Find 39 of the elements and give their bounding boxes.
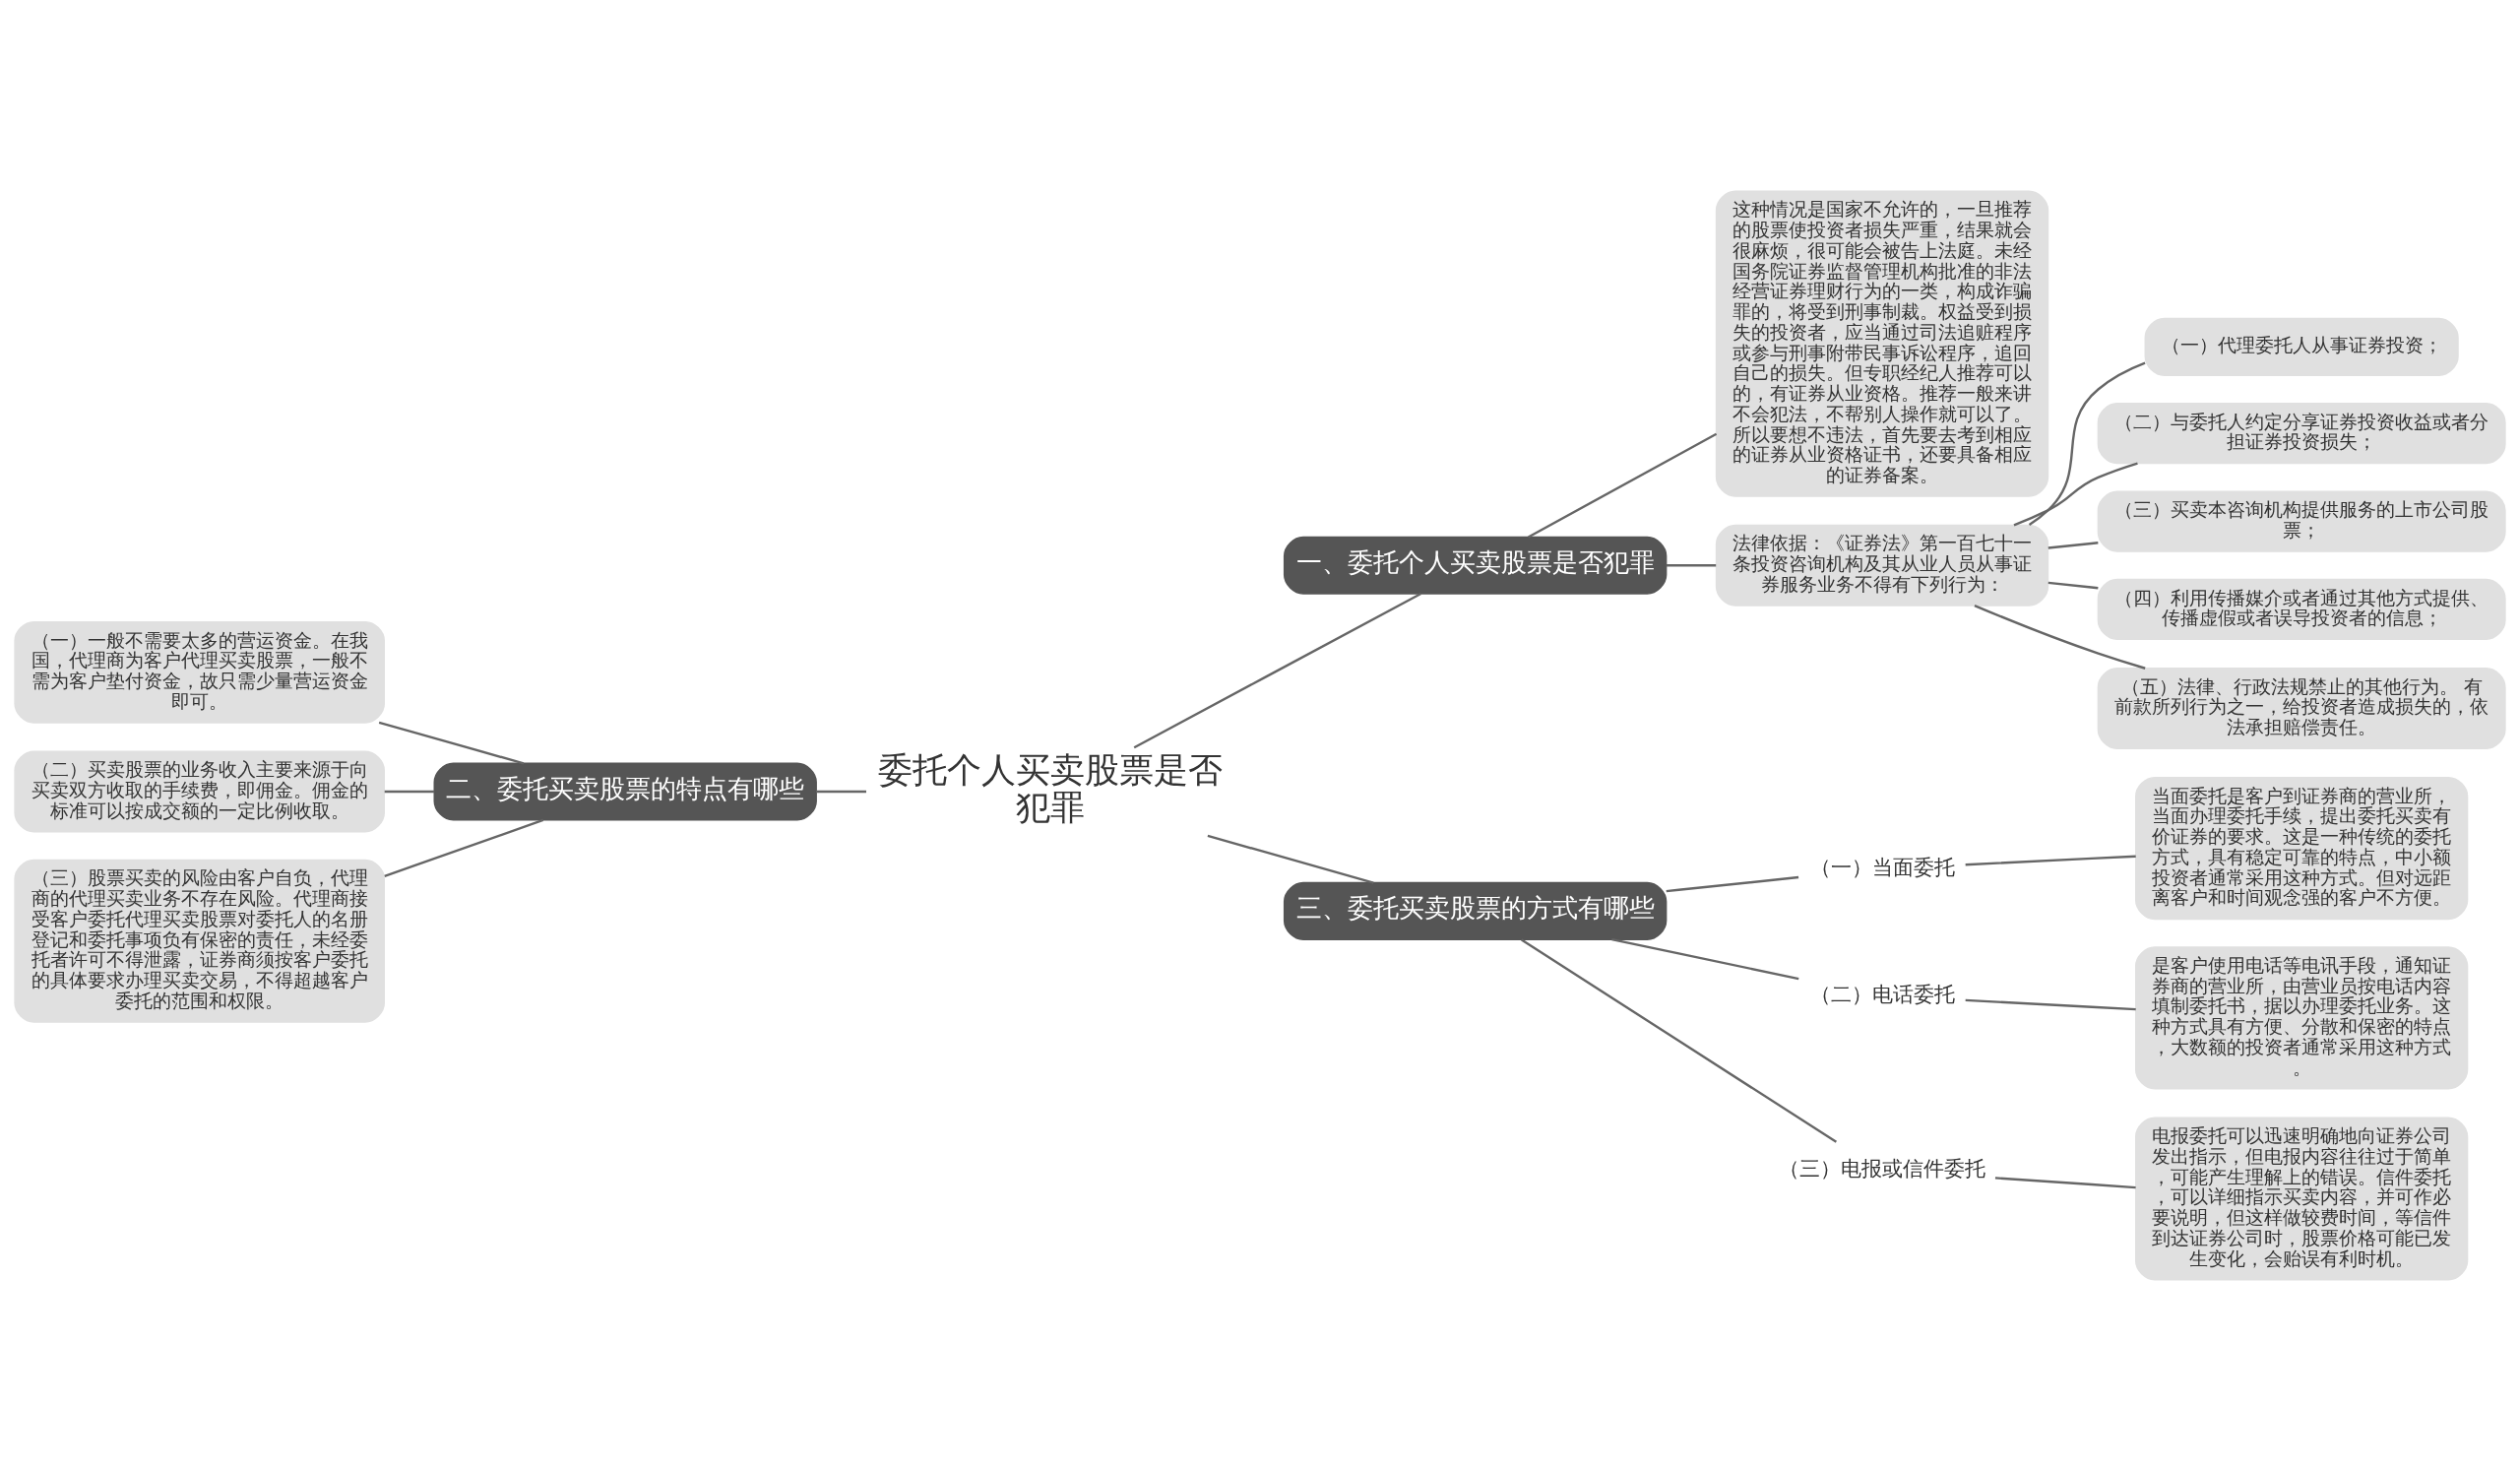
node-box: （四）利用传播媒介或者通过其他方式提供、传播虚假或者误导投资者的信息； [2097, 578, 2506, 640]
node-text: 委托个人买卖股票是否犯罪 [877, 748, 1223, 827]
connector [1528, 432, 1718, 539]
node-box: 电报委托可以迅速明确地向证券公司发出指示，但电报内容往往过于简单，可能产生理解上的错误。信件委托，可以详细指示买卖内容，并可作必要说明，但这样做较费时间，等信件到达证券公司时，股票价格可能已发生变化，会贻误有利时机。 [2134, 1116, 2469, 1280]
node-box: 一、委托个人买卖股票是否犯罪 [1283, 536, 1668, 595]
connector [1666, 875, 1799, 892]
node-box: （一）代理委托人从事证券投资； [2144, 317, 2459, 376]
connector [1611, 937, 1799, 980]
connector [816, 790, 866, 793]
connector [2048, 581, 2099, 589]
connector [2013, 461, 2138, 527]
connector [1666, 563, 1717, 566]
connector [1521, 938, 1838, 1143]
node-box: （五）法律、行政法规禁止的其他行为。 有前款所列行为之一，给投资者造成损失的，依法承担赔偿责任。 [2097, 667, 2506, 749]
connector [1965, 998, 2136, 1010]
node-box: （三）股票买卖的风险由客户自负，代理商的代理买卖业务不存在风险。代理商接受客户委托代理买卖股票对委托人的名册登记和委托事项负有保密的责任，未经委托者许可不得泄露，证券商须按客户委托的具体要求办理买卖交易，不得超越客户委托的范围和权限。 [14, 859, 386, 1023]
connector [1207, 834, 1374, 884]
node-box: 这种情况是国家不允许的，一旦推荐的股票使投资者损失严重，结果就会很麻烦，很可能会被告上法庭。未经国务院证券监督管理机构批准的非法经营证券理财行为的一类，构成诈骗罪的，将受到刑事制裁。权益受到损失的投资者，应当通过司法追赃程序或参与刑事附带民事诉讼程序，追回自己的损失。但专职经纪人推荐可以的，有证券从业资格。推荐一般来讲不会犯法，不帮别人操作就可以了。所以要想不违法，首先要去考到相应的证券从业资格证书，还要具备相应的证券备案。 [1715, 190, 2049, 497]
connector [378, 721, 525, 764]
node-box: （三）买卖本咨询机构提供服务的上市公司股票； [2097, 489, 2506, 552]
node-box: （二）买卖股票的业务收入主要来源于向买卖双方收取的手续费，即佣金。佣金的标准可以按成交额的一定比例收取。 [14, 750, 386, 833]
connector [2048, 541, 2099, 549]
connector [1994, 1176, 2136, 1188]
connector [1974, 604, 2146, 670]
node-text: （一）当面委托 [1809, 855, 1955, 879]
node-box: 当面委托是客户到证券商的营业所，当面办理委托手续，提出委托买卖有价证券的要求。这是一种传统的委托方式，具有稳定可靠的特点，中小额投资者通常采用这种方式。但对远距离客户和时间观念强的客户不方便。 [2134, 776, 2469, 920]
node-box: （一）一般不需要太多的营运资金。在我国，代理商为客户代理买卖股票，一般不需为客户垫付资金，故只需少量营运资金即可。 [14, 620, 386, 724]
connector [1965, 855, 2136, 865]
connector [2028, 361, 2146, 526]
node-box: （二）与委托人约定分享证券投资收益或者分担证券投资损失； [2097, 402, 2506, 464]
node-box: 三、委托买卖股票的方式有哪些 [1283, 881, 1668, 940]
connector [384, 790, 435, 793]
node-box: 二、委托买卖股票的特点有哪些 [433, 762, 817, 821]
node-text: （二）电话委托 [1809, 982, 1955, 1006]
node-box: 法律依据：《证券法》第一百七十一条投资咨询机构及其从业人员从事证券服务业务不得有下列行为： [1715, 524, 2049, 607]
node-box: 是客户使用电话等电讯手段，通知证券商的营业所，由营业员按电话内容填制委托书，据以办理委托业务。这种方式具有方便、分散和保密的特点，大数额的投资者通常采用这种方式。 [2134, 945, 2469, 1089]
connector [384, 818, 544, 877]
connector [1133, 592, 1421, 748]
node-text: （三）电报或信件委托 [1779, 1156, 1986, 1181]
